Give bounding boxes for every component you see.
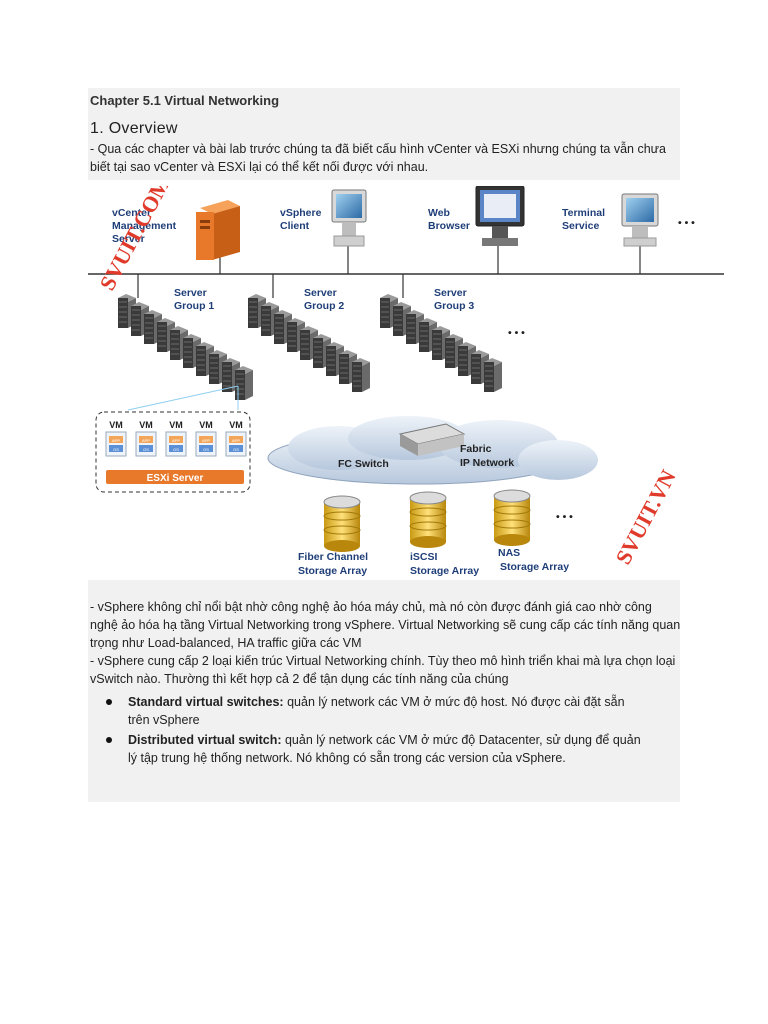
vm-app-label: APP — [232, 438, 240, 443]
web-browser-monitor-icon — [475, 186, 525, 246]
server-group-2-label-1: Server — [304, 287, 337, 299]
chapter-title: Chapter 5.1 Virtual Networking — [90, 93, 280, 108]
fiber-channel-label-1: Fiber Channel — [298, 551, 368, 563]
intro-paragraph: - Qua các chapter và bài lab trước chúng… — [90, 142, 666, 174]
bullet-text: quản lý network các VM ở mức độ Datacent… — [128, 733, 641, 765]
vm-tile: VM APP OS — [225, 420, 247, 457]
vm-tile: VM APP OS — [105, 420, 127, 457]
list-item: Distributed virtual switch: quản lý netw… — [104, 731, 644, 767]
vswitch-types-list: Standard virtual switches: quản lý netwo… — [104, 693, 644, 769]
fc-switch-icon — [398, 423, 466, 456]
iscsi-storage-icon — [409, 491, 447, 548]
fiber-channel-storage-icon — [323, 495, 361, 552]
vm-tile: VM APP OS — [165, 420, 187, 457]
vm-app-label: APP — [112, 438, 120, 443]
vm-label: VM — [169, 420, 183, 430]
watermark-svuit-com: SVUIT.COM — [94, 186, 175, 294]
vm-label: VM — [229, 420, 243, 430]
fiber-channel-label-2: Storage Array — [298, 565, 367, 577]
vm-os-label: OS — [143, 447, 149, 452]
bullet-term: Distributed virtual switch: — [128, 733, 282, 747]
vm-os-label: OS — [173, 447, 179, 452]
fc-switch-label: FC Switch — [338, 458, 389, 470]
esxi-server-bar — [106, 470, 244, 484]
vm-app-label: APP — [172, 438, 180, 443]
vcenter-label-1: vCenter — [112, 207, 151, 219]
vsphere-client-monitor-icon — [331, 189, 367, 247]
iscsi-label-1: iSCSI — [410, 551, 438, 563]
esxi-server-label: ESXi Server — [147, 473, 204, 484]
storage-ellipsis: • • • — [556, 511, 573, 523]
server-group-3-label-2: Group 3 — [434, 300, 474, 312]
list-item: Standard virtual switches: quản lý netwo… — [104, 693, 644, 729]
server-group-2-label-2: Group 2 — [304, 300, 344, 312]
vcenter-label-3: Server — [112, 233, 145, 245]
vcenter-label-2: Management — [112, 220, 177, 232]
server-group-3-label-1: Server — [434, 287, 467, 299]
vm-list: VM APP OS VM APP OS VM APP OS VM APP OS VM APP OS — [105, 420, 247, 457]
vm-label: VM — [199, 420, 213, 430]
fabric-label-1: Fabric — [460, 443, 492, 455]
vcenter-server-icon — [196, 200, 240, 260]
bullet-term: Standard virtual switches: — [128, 695, 284, 709]
vm-tile: VM APP OS — [135, 420, 157, 457]
vsphere-client-label-1: vSphere — [280, 207, 322, 219]
rack-server-icon — [484, 358, 502, 392]
terminal-service-label-1: Terminal — [562, 207, 605, 219]
virtual-networking-diagram: vCenter Management Server vSphere Client… — [88, 186, 724, 577]
vm-tile: VM APP OS — [195, 420, 217, 457]
fabric-label-2: IP Network — [460, 457, 514, 469]
server-group-1-label-2: Group 1 — [174, 300, 214, 312]
server-racks — [118, 294, 502, 400]
rack-server-icon — [235, 366, 253, 400]
web-browser-label-1: Web — [428, 207, 450, 219]
bullet-icon — [106, 699, 112, 705]
terminal-service-label-2: Service — [562, 220, 600, 232]
vm-label: VM — [139, 420, 153, 430]
vm-os-label: OS — [233, 447, 239, 452]
server-group-1-label-1: Server — [174, 287, 207, 299]
rack-server-icon — [352, 358, 370, 392]
top-ellipsis: • • • — [678, 217, 695, 229]
watermark-svuit-vn: SVUIT.VN — [610, 466, 680, 569]
vsphere-client-label-2: Client — [280, 220, 310, 232]
server-group-ellipsis: • • • — [508, 327, 525, 339]
iscsi-label-2: Storage Array — [410, 565, 479, 577]
page-background-top — [88, 88, 680, 180]
vm-os-label: OS — [203, 447, 209, 452]
nas-label-2: Storage Array — [500, 561, 569, 573]
bullet-text: quản lý network các VM ở mức độ host. Nó… — [128, 695, 625, 727]
bullet-icon — [106, 737, 112, 743]
vm-app-label: APP — [142, 438, 150, 443]
vm-app-label: APP — [202, 438, 210, 443]
paragraph-2: - vSphere không chỉ nổi bật nhờ công ngh… — [90, 600, 681, 650]
vm-os-label: OS — [113, 447, 119, 452]
vm-label: VM — [109, 420, 123, 430]
nas-storage-icon — [493, 489, 531, 546]
terminal-service-monitor-icon — [621, 193, 659, 247]
paragraph-3: - vSphere cung cấp 2 loại kiến trúc Virt… — [90, 654, 676, 686]
page-background-bottom — [88, 580, 680, 802]
nas-label-1: NAS — [498, 547, 520, 559]
web-browser-label-2: Browser — [428, 220, 470, 232]
paragraph-virtual-networking: - vSphere không chỉ nổi bật nhờ công ngh… — [90, 598, 682, 688]
overview-heading: 1. Overview — [90, 120, 178, 137]
